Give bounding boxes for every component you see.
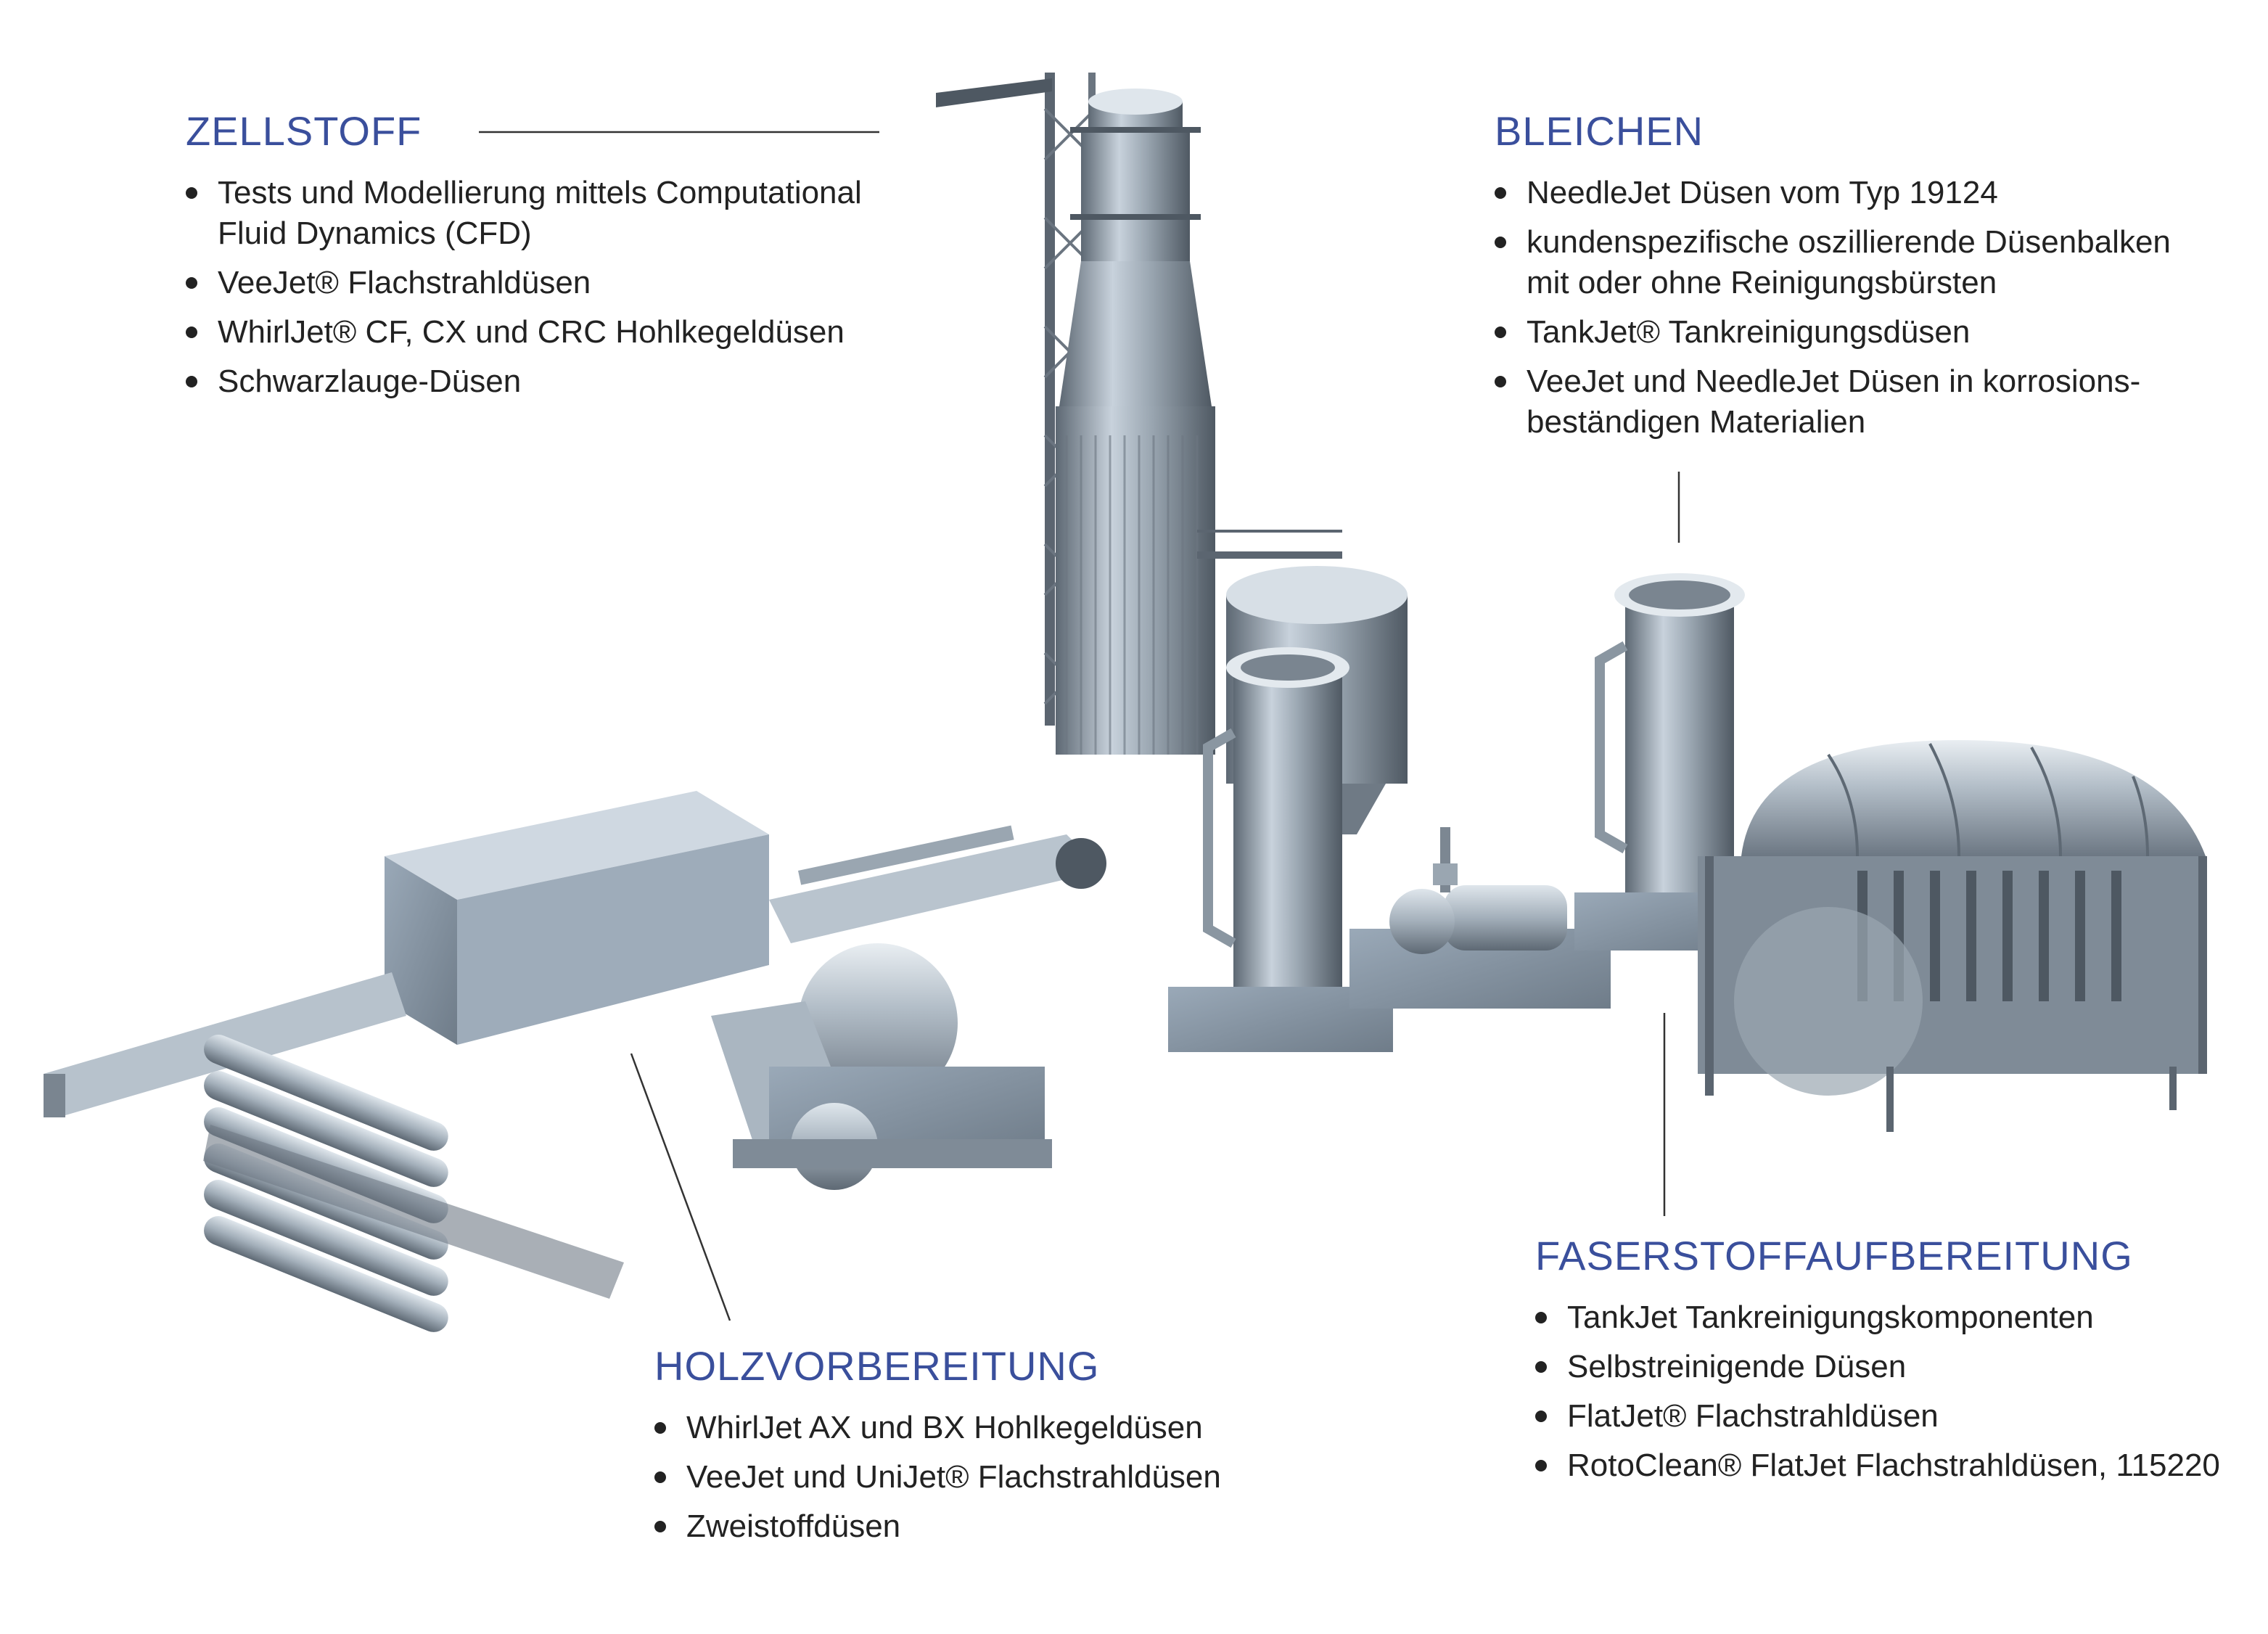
digester-tower [936, 73, 1342, 755]
leader-holzvorbereitung [630, 1053, 731, 1321]
list-item: WhirlJet® CF, CX und CRC Hohlkegeldüsen [186, 312, 911, 353]
holzvorbereitung-list: WhirlJet AX und BX Hohlkegeldüsen VeeJet… [654, 1408, 1307, 1547]
zellstoff-list: Tests und Modellierung mittels Computati… [186, 173, 911, 402]
section-title-bleichen: BLEICHEN [1495, 108, 1704, 154]
section-title-faserstoffaufbereitung: FASERSTOFFAUFBEREITUNG [1535, 1233, 2133, 1278]
debarking-drum [385, 791, 1106, 1045]
section-faserstoffaufbereitung: FASERSTOFFAUFBEREITUNG TankJet Tankreini… [1535, 1233, 2261, 1495]
list-item: Selbstreinigende Düsen [1535, 1347, 2261, 1387]
list-item: NeedleJet Düsen vom Typ 19124 [1495, 173, 2220, 213]
list-item: VeeJet und NeedleJet Düsen in korrosions… [1495, 361, 2220, 443]
leader-lines [479, 131, 1680, 1321]
list-item: Zweistoffdüsen [654, 1506, 1307, 1547]
section-title-holzvorbereitung: HOLZVORBEREITUNG [654, 1343, 1100, 1389]
washer-column-right [1574, 573, 1763, 951]
section-title-zellstoff: ZELLSTOFF [186, 108, 422, 154]
section-zellstoff: ZELLSTOFF Tests und Modellierung mittels… [186, 109, 911, 411]
log-conveyor [44, 972, 624, 1332]
pump-motor [1349, 827, 1611, 1009]
list-item: kundenspezifische oszillierende Düsenbal… [1495, 222, 2220, 303]
section-holzvorbereitung: HOLZVORBEREITUNG WhirlJet AX und BX Hohl… [654, 1344, 1307, 1556]
chipper [711, 943, 1052, 1190]
list-item: TankJet® Tankreinigungsdüsen [1495, 312, 2220, 353]
list-item: RotoClean® FlatJet Flachstrahldüsen, 115… [1535, 1445, 2261, 1486]
faserstoffaufbereitung-list: TankJet Tankreinigungskomponenten Selbst… [1535, 1297, 2261, 1486]
list-item: WhirlJet AX und BX Hohlkegeldüsen [654, 1408, 1307, 1448]
list-item: VeeJet und UniJet® Flachstrahldüsen [654, 1457, 1307, 1498]
drum-filter [1698, 740, 2207, 1132]
list-item: FlatJet® Flachstrahldüsen [1535, 1396, 2261, 1437]
list-item: VeeJet® Flachstrahldüsen [186, 263, 911, 303]
list-item: TankJet Tankreinigungskomponenten [1535, 1297, 2261, 1338]
list-item: Schwarzlauge-Düsen [186, 361, 911, 402]
bleichen-list: NeedleJet Düsen vom Typ 19124 kundenspez… [1495, 173, 2220, 443]
section-bleichen: BLEICHEN NeedleJet Düsen vom Typ 19124 k… [1495, 109, 2220, 451]
washer-column-left [1168, 647, 1393, 1052]
list-item: Tests und Modellierung mittels Computati… [186, 173, 911, 254]
